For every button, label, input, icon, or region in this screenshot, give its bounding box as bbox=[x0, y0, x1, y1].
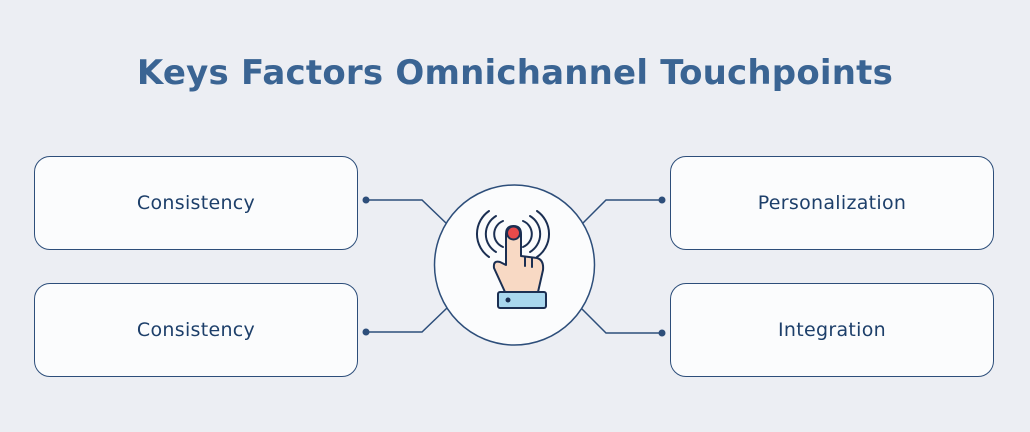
node-label-top-left: Consistency bbox=[136, 192, 256, 214]
node-top-right: Personalization bbox=[670, 156, 994, 250]
connector-dot-bottom-left bbox=[362, 328, 370, 336]
connector-dot-top-left bbox=[362, 196, 370, 204]
node-label-bottom-right: Integration bbox=[778, 319, 886, 341]
connector-top-right bbox=[581, 199, 662, 225]
connector-bottom-right bbox=[581, 308, 662, 334]
node-label-top-right: Personalization bbox=[757, 192, 907, 214]
node-bottom-right: Integration bbox=[670, 283, 994, 377]
connector-top-left bbox=[366, 199, 448, 225]
connector-dot-top-right bbox=[658, 196, 666, 204]
page-title: Keys Factors Omnichannel Touchpoints bbox=[136, 53, 894, 93]
node-top-left: Consistency bbox=[34, 156, 358, 250]
node-label-bottom-left: Consistency bbox=[136, 319, 256, 341]
touch-gesture-icon bbox=[476, 210, 550, 309]
node-bottom-left: Consistency bbox=[34, 283, 358, 377]
connector-dot-bottom-right bbox=[658, 329, 666, 337]
connector-bottom-left bbox=[366, 307, 448, 333]
